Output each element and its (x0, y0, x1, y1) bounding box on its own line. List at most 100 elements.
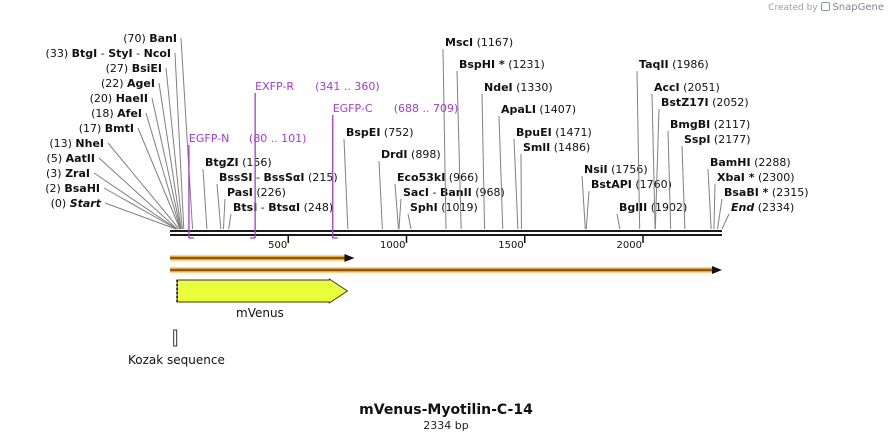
ruler-tick-label: 1500 (498, 240, 523, 251)
site-label-right: SspI (2177) (684, 133, 751, 146)
site-label-right: TaqII (1986) (639, 58, 709, 71)
site-line-right (667, 130, 672, 230)
site-label-left: (20) HaeII (90, 92, 148, 105)
site-label-right: BtgZI (156) (205, 156, 272, 169)
site-label-left: (22) AgeI (101, 77, 155, 90)
site-line-left (145, 112, 181, 230)
site-line-right (721, 213, 730, 230)
site-label-right: BsaBI * (2315) (724, 186, 809, 199)
site-line-left (174, 52, 185, 230)
site-line-right (222, 198, 226, 230)
site-label-right: BspEI (752) (346, 126, 414, 139)
site-label-left: (18) AfeI (91, 107, 142, 120)
ruler-tick-label: 1000 (380, 240, 405, 251)
site-label-right: NsiI (1756) (584, 163, 648, 176)
site-line-right (378, 160, 383, 230)
site-label-right: BglII (1902) (619, 201, 687, 214)
primer-range: (80 .. 101) (249, 132, 307, 145)
site-label-left: (17) BmtI (79, 122, 134, 135)
site-label-right: ApaLI (1407) (501, 103, 576, 116)
site-line-left (180, 37, 194, 230)
site-line-right (343, 138, 349, 230)
site-label-right: SacI - BanII (968) (403, 186, 505, 199)
site-line-left (93, 172, 177, 230)
site-line-right (398, 198, 402, 230)
ruler-tick-label: 2000 (617, 240, 642, 251)
primer-range: (688 .. 709) (394, 102, 459, 115)
site-label-right: Eco53kI (966) (397, 171, 478, 184)
site-line-right (651, 93, 656, 230)
site-line-left (107, 142, 180, 230)
site-label-right: NdeI (1330) (484, 81, 553, 94)
site-line-right (581, 175, 586, 230)
site-label-right: DrdI (898) (381, 148, 441, 161)
kozak-feature-label: Kozak sequence (128, 353, 225, 367)
site-line-right (707, 168, 712, 230)
site-line-right (498, 115, 504, 230)
site-line-left (151, 97, 182, 230)
site-line-right (202, 168, 208, 230)
site-label-right: BspHI * (1231) (459, 58, 545, 71)
site-line-left (103, 187, 177, 230)
site-line-right (216, 183, 222, 230)
site-line-right (513, 138, 519, 230)
site-line-right (228, 213, 232, 230)
site-label-left: (27) BsiEI (106, 62, 162, 75)
plasmid-name: mVenus-Myotilin-C-14 (359, 402, 533, 418)
site-line-right (713, 183, 716, 230)
site-label-left: (70) BanI (123, 32, 177, 45)
mvenus-feature-label: mVenus (236, 306, 284, 320)
site-line-right (717, 198, 723, 230)
site-label-left: (13) NheI (49, 137, 104, 150)
site-label-left: (0) Start (51, 197, 102, 210)
site-line-left (137, 127, 181, 230)
snapgene-logo-icon (820, 2, 830, 11)
site-label-right: BssSI - BssSαI (215) (219, 171, 338, 184)
site-label-right: PasI (226) (227, 186, 286, 199)
site-label-left: (3) ZraI (46, 167, 90, 180)
site-label-right: BstZ17I (2052) (661, 96, 749, 109)
site-label-right: End (2334) (731, 201, 794, 214)
credit-brand: SnapGene (832, 2, 884, 13)
site-line-right (654, 108, 660, 230)
primer-name: EGFP-C (333, 102, 373, 115)
site-line-right (456, 70, 462, 230)
site-line-right (681, 145, 686, 230)
kozak-feature-mark (173, 329, 178, 347)
primer-name: EXFP-R (255, 80, 294, 93)
site-line-right (442, 48, 447, 230)
plasmid-size: 2334 bp (423, 419, 469, 432)
site-line-right (407, 213, 412, 230)
orf-arrowhead (344, 254, 355, 262)
site-label-right: BpuEI (1471) (516, 126, 592, 139)
site-label-left: (33) BtgI - StyI - NcoI (46, 47, 171, 60)
credit-prefix: Created by (768, 3, 818, 13)
site-line-right (616, 213, 621, 230)
primer-name: EGFP-N (189, 132, 229, 145)
site-label-right: MscI (1167) (445, 36, 513, 49)
orf-arrowhead (712, 266, 722, 274)
site-label-right: SmlI (1486) (523, 141, 590, 154)
site-line-left (98, 157, 178, 230)
site-label-right: BtsI - BtsαI (248) (233, 201, 333, 214)
mvenus-feature-arrow (176, 278, 349, 304)
site-line-right (636, 70, 641, 230)
site-label-right: AccI (2051) (654, 81, 720, 94)
site-label-right: BmgBI (2117) (670, 118, 750, 131)
site-label-right: BamHI (2288) (710, 156, 791, 169)
site-label-right: SphI (1019) (410, 201, 478, 214)
site-label-right: BstAPI (1760) (591, 178, 672, 191)
site-line-right (394, 183, 399, 230)
site-line-right (481, 93, 486, 230)
site-label-left: (5) AatII (47, 152, 95, 165)
site-label-right: XbaI * (2300) (717, 171, 795, 184)
ruler-tick-label: 500 (268, 240, 287, 251)
snapgene-credit: Created by SnapGene (768, 2, 884, 13)
site-label-left: (2) BsaHI (45, 182, 100, 195)
site-line-left (158, 82, 182, 230)
primer-range: (341 .. 360) (315, 80, 380, 93)
site-line-right (585, 190, 590, 230)
site-line-left (165, 67, 183, 230)
site-line-left (104, 202, 177, 230)
